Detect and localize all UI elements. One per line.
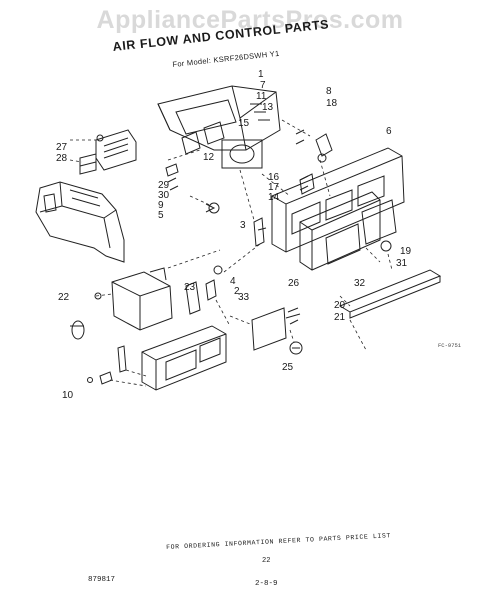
callout-2: 2 [234,286,240,297]
callout-31: 31 [396,258,408,269]
lower-left-parts [87,345,127,385]
callout-16: 16 [268,172,280,183]
control-panel-right [271,147,405,253]
document-code: 879817 [88,576,116,584]
callout-numbers: 1 7 11 13 8 18 15 27 28 12 29 30 9 5 6 1… [56,69,412,401]
callout-26: 26 [288,278,300,289]
control-panel-lower [141,325,227,391]
callout-30: 30 [158,190,170,201]
callout-1: 1 [258,69,264,80]
slider-panel [299,191,397,271]
callout-21: 21 [334,312,346,323]
insert-plate [251,307,287,351]
callout-33: 33 [238,292,250,303]
small-fasteners [96,129,333,214]
center-fasteners [205,217,267,301]
callout-14: 14 [268,192,280,203]
callout-25: 25 [282,362,294,373]
callout-23: 23 [184,282,196,293]
page-number: 22 [262,557,271,565]
callout-28: 28 [56,153,68,164]
vent-assembly [79,129,137,175]
callout-12: 12 [203,152,215,163]
bottom-rail [338,269,442,319]
callout-10: 10 [62,390,74,401]
callout-18: 18 [326,98,338,109]
callout-22: 22 [58,292,70,303]
callout-19: 19 [400,246,412,257]
callout-11: 11 [256,91,267,102]
callout-4: 4 [230,276,236,287]
callout-27: 27 [56,142,68,153]
callout-6: 6 [386,126,392,137]
callout-9: 9 [158,200,164,211]
callout-13: 13 [262,102,274,113]
air-duct-housing [157,85,281,169]
control-box-left [70,267,201,340]
callout-7: 7 [260,80,266,91]
clip-and-knob [285,307,303,355]
callout-20: 20 [334,300,346,311]
callout-3: 3 [240,220,246,231]
callout-32: 32 [354,278,366,289]
liner-section [35,181,125,263]
watermark: AppliancePartsPros.com [96,6,404,34]
callout-15: 15 [238,118,250,129]
date-code: 2-8-9 [255,580,278,588]
callout-8: 8 [326,86,332,97]
exploded-guide-lines [69,119,393,387]
callout-17: 17 [268,182,280,193]
figure-code: FC-9751 [438,342,462,349]
callout-5: 5 [158,210,164,221]
callout-29: 29 [158,180,170,191]
